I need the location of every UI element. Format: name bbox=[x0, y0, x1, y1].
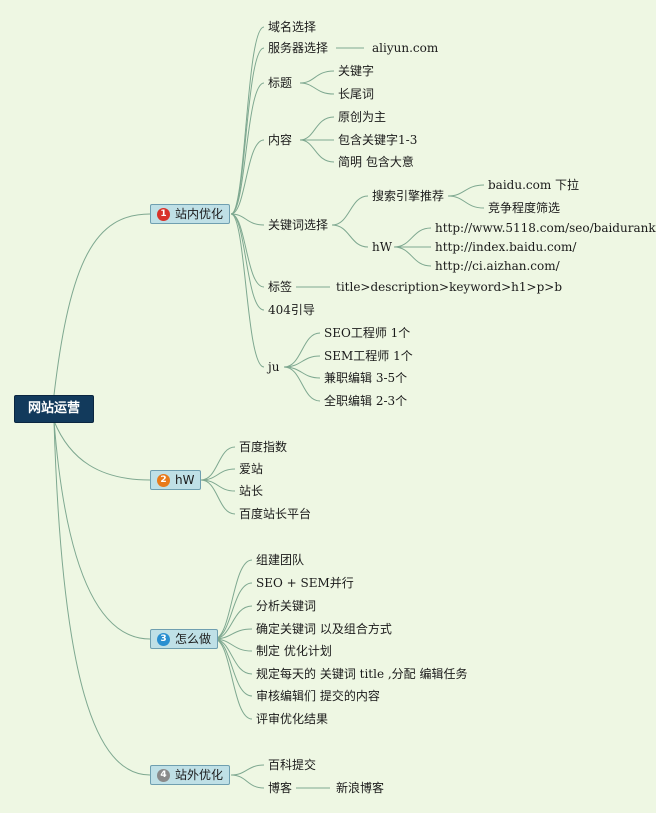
node-step[interactable]: 规定每天的 关键词 title ,分配 编辑任务 bbox=[256, 667, 468, 681]
branch-label: hW bbox=[175, 473, 195, 487]
node-hw-tools[interactable]: hW bbox=[372, 240, 393, 254]
node-server[interactable]: 服务器选择 bbox=[268, 41, 329, 55]
node-step[interactable]: 分析关键词 bbox=[256, 599, 317, 613]
node-blog-child[interactable]: 新浪博客 bbox=[336, 781, 385, 795]
node-content-child[interactable]: 原创为主 bbox=[338, 110, 387, 124]
node-hw-link[interactable]: http://index.baidu.com/ bbox=[435, 240, 577, 254]
node-hw-link[interactable]: http://www.5118.com/seo/baidurank bbox=[435, 221, 656, 235]
branch-hw[interactable]: 2 hW bbox=[150, 470, 202, 490]
node-tag-child[interactable]: title>description>keyword>h1>p>b bbox=[336, 280, 563, 294]
root-node[interactable]: 网站运营 bbox=[14, 395, 94, 423]
node-step[interactable]: 评审优化结果 bbox=[256, 712, 329, 726]
node-content-child[interactable]: 简明 包含大意 bbox=[338, 155, 414, 169]
branch-how-to[interactable]: 3 怎么做 bbox=[150, 629, 219, 649]
node-step[interactable]: 审核编辑们 提交的内容 bbox=[256, 689, 380, 703]
number-badge-2-icon: 2 bbox=[157, 474, 170, 487]
node-domain[interactable]: 域名选择 bbox=[268, 20, 317, 34]
node-content-child[interactable]: 包含关键字1-3 bbox=[338, 133, 418, 147]
node-step[interactable]: SEO + SEM并行 bbox=[256, 576, 354, 590]
branch-label: 站外优化 bbox=[175, 768, 224, 782]
node-404-guide[interactable]: 404引导 bbox=[268, 303, 315, 317]
node-ju-child[interactable]: 全职编辑 2-3个 bbox=[324, 394, 408, 408]
number-badge-3-icon: 3 bbox=[157, 633, 170, 646]
node-hw-item[interactable]: 百度指数 bbox=[239, 440, 288, 454]
node-keyword-selection[interactable]: 关键词选择 bbox=[268, 218, 329, 232]
node-hw-item[interactable]: 爱站 bbox=[239, 462, 264, 476]
node-search-child[interactable]: baidu.com 下拉 bbox=[488, 178, 580, 192]
node-ju-child[interactable]: SEO工程师 1个 bbox=[324, 326, 411, 340]
node-step[interactable]: 确定关键词 以及组合方式 bbox=[256, 622, 392, 636]
branch-onsite-optimization[interactable]: 1 站内优化 bbox=[150, 204, 231, 224]
node-hw-item[interactable]: 百度站长平台 bbox=[239, 507, 312, 521]
node-tag[interactable]: 标签 bbox=[268, 280, 293, 294]
node-title-child[interactable]: 关键字 bbox=[338, 64, 375, 78]
node-blog[interactable]: 博客 bbox=[268, 781, 293, 795]
connector-lines bbox=[53, 26, 485, 789]
node-step[interactable]: 组建团队 bbox=[256, 553, 305, 567]
branch-label: 站内优化 bbox=[175, 207, 224, 221]
branch-offsite-optimization[interactable]: 4 站外优化 bbox=[150, 765, 231, 785]
node-hw-item[interactable]: 站长 bbox=[239, 484, 264, 498]
number-badge-1-icon: 1 bbox=[157, 208, 170, 221]
node-title-child[interactable]: 长尾词 bbox=[338, 87, 375, 101]
node-baike[interactable]: 百科提交 bbox=[268, 758, 317, 772]
node-ju[interactable]: ju bbox=[268, 360, 280, 374]
node-server-child[interactable]: aliyun.com bbox=[372, 41, 439, 55]
node-search-recommend[interactable]: 搜索引擎推荐 bbox=[372, 189, 445, 203]
node-search-child[interactable]: 竞争程度筛选 bbox=[488, 201, 561, 215]
node-title[interactable]: 标题 bbox=[268, 76, 293, 90]
node-ju-child[interactable]: 兼职编辑 3-5个 bbox=[324, 371, 408, 385]
node-step[interactable]: 制定 优化计划 bbox=[256, 644, 332, 658]
node-content[interactable]: 内容 bbox=[268, 133, 293, 147]
branch-label: 怎么做 bbox=[175, 632, 212, 646]
node-ju-child[interactable]: SEM工程师 1个 bbox=[324, 349, 413, 363]
number-badge-4-icon: 4 bbox=[157, 769, 170, 782]
node-hw-link[interactable]: http://ci.aizhan.com/ bbox=[435, 259, 560, 273]
